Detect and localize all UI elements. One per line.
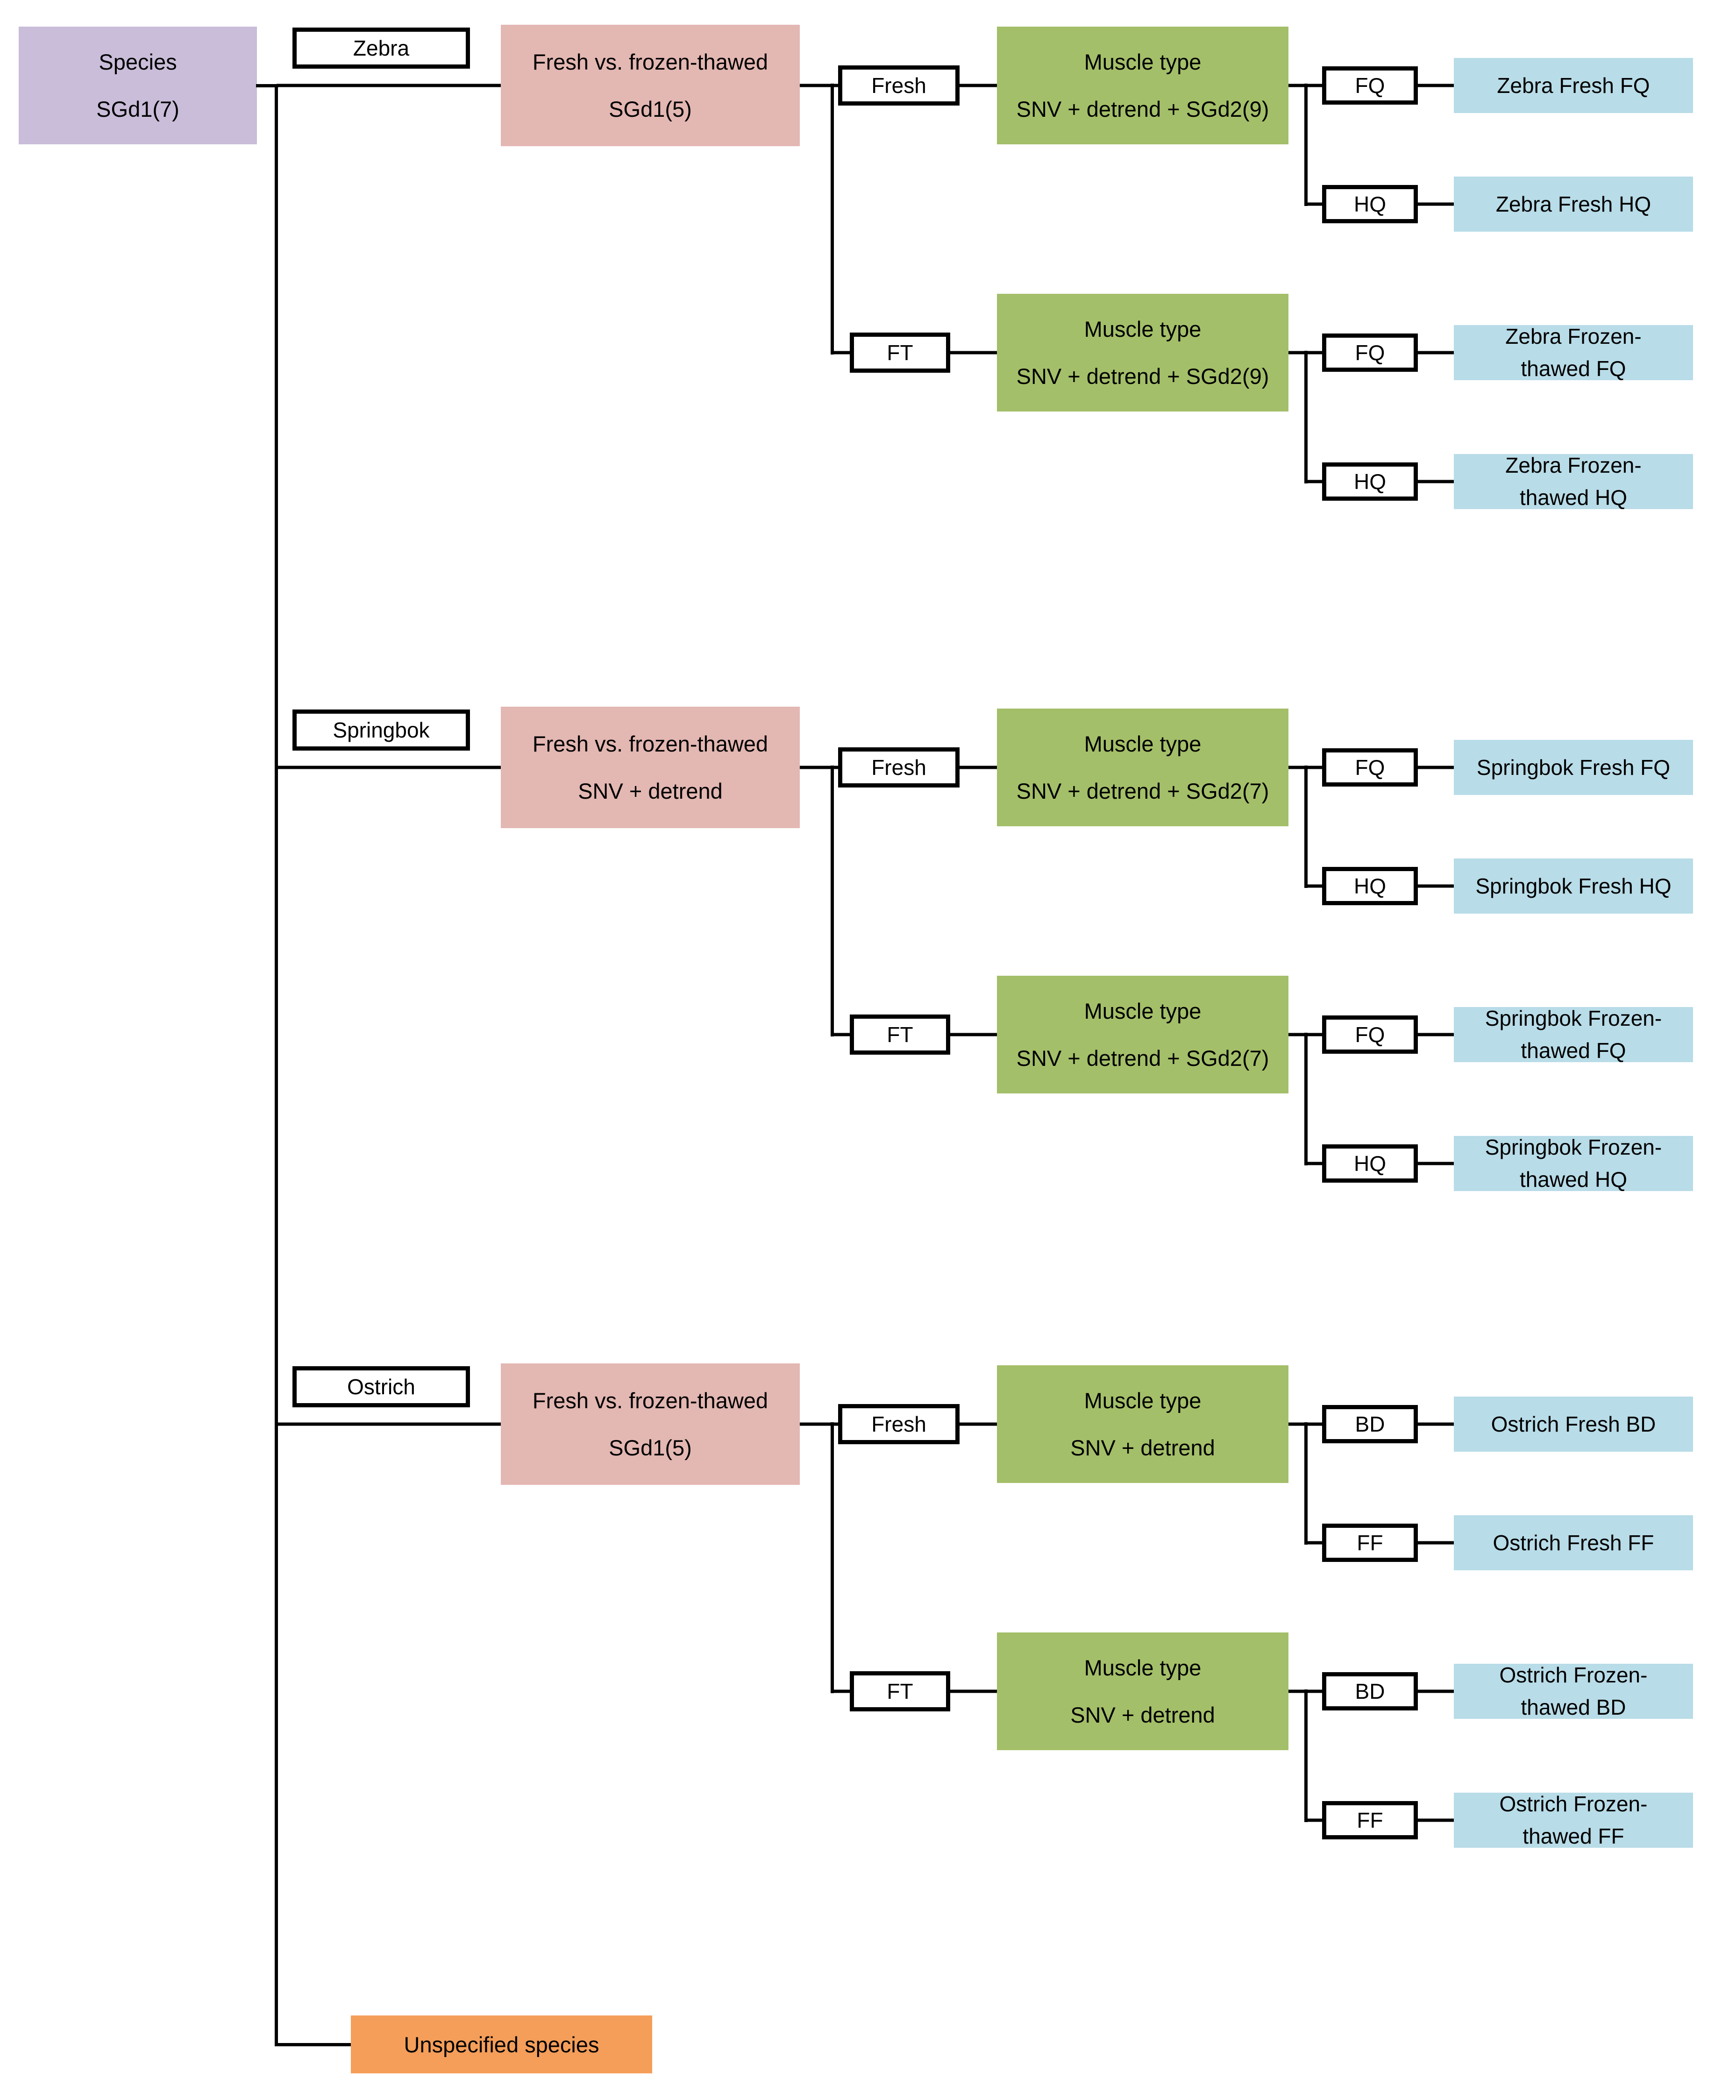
- connector-tag-to-result: [1418, 1033, 1456, 1036]
- connector-tag-to-result: [1418, 202, 1456, 206]
- connector-to-ft: [831, 1689, 854, 1693]
- connector-tag-to-result: [1418, 1689, 1456, 1693]
- fresh-tag: Fresh: [838, 65, 960, 106]
- muscle-box-frozen: Muscle type SNV + detrend + SGd2(7): [997, 976, 1288, 1093]
- species-tag-springbok: Springbok: [292, 709, 470, 751]
- pretreat-box: Fresh vs. frozen-thawed SGd1(5): [501, 25, 800, 146]
- ft-tag: FT: [850, 333, 950, 373]
- connector-to-ft: [831, 351, 854, 355]
- result-box: Ostrich Frozen- thawed FF: [1454, 1792, 1693, 1848]
- muscle-tag: BD: [1322, 1405, 1418, 1443]
- fresh-tag: Fresh: [838, 747, 960, 788]
- muscle-tag: FQ: [1322, 748, 1418, 787]
- connector-muscle-split: [1304, 351, 1308, 483]
- connector-to-second-muscle-tag: [1304, 480, 1325, 483]
- muscle-tag: FF: [1322, 1524, 1418, 1562]
- result-box: Springbok Frozen- thawed FQ: [1454, 1006, 1693, 1063]
- connector-fresh-to-muscle: [960, 1422, 999, 1426]
- result-box: Zebra Frozen- thawed HQ: [1454, 453, 1693, 510]
- species-tag-zebra: Zebra: [292, 28, 470, 69]
- connector-ft-to-muscle: [950, 1689, 999, 1693]
- connector-to-second-muscle-tag: [1304, 1541, 1325, 1545]
- connector-ft-to-muscle: [950, 1033, 999, 1036]
- muscle-tag: FQ: [1322, 333, 1418, 372]
- connector-root-to-trunk: [256, 84, 278, 87]
- result-box: Zebra Frozen- thawed FQ: [1454, 324, 1693, 381]
- connector-trunk-to-pretreat: [277, 766, 503, 769]
- connector-pretreat-out: [800, 766, 840, 769]
- connector-tag-to-result: [1418, 1162, 1456, 1165]
- ft-tag: FT: [850, 1671, 950, 1711]
- connector-tag-to-result: [1418, 1541, 1456, 1545]
- muscle-tag: HQ: [1322, 867, 1418, 905]
- connector-muscle-split: [1304, 766, 1308, 888]
- result-box: Zebra Fresh HQ: [1454, 177, 1693, 232]
- result-box: Zebra Fresh FQ: [1454, 58, 1693, 113]
- connector-muscle-split: [1304, 1033, 1308, 1165]
- muscle-tag: FQ: [1322, 1015, 1418, 1054]
- muscle-box-frozen: Muscle type SNV + detrend: [997, 1632, 1288, 1750]
- connector-trunk-to-unspecified: [277, 2043, 354, 2046]
- connector-tag-to-result: [1418, 1818, 1456, 1822]
- result-box: Ostrich Fresh FF: [1454, 1515, 1693, 1570]
- muscle-box-fresh: Muscle type SNV + detrend + SGd2(9): [997, 27, 1288, 144]
- result-box: Springbok Fresh FQ: [1454, 740, 1693, 795]
- pretreat-box: Fresh vs. frozen-thawed SGd1(5): [501, 1363, 800, 1485]
- connector-fresh-ft-split: [831, 1422, 834, 1693]
- connector-tag-to-result: [1418, 766, 1456, 769]
- connector-fresh-to-muscle: [960, 766, 999, 769]
- connector-tag-to-result: [1418, 1422, 1456, 1426]
- connector-ft-to-muscle: [950, 351, 999, 355]
- unspecified-species-box: Unspecified species: [351, 2015, 652, 2073]
- muscle-tag: BD: [1322, 1672, 1418, 1710]
- muscle-box-frozen: Muscle type SNV + detrend + SGd2(9): [997, 294, 1288, 411]
- muscle-tag: HQ: [1322, 185, 1418, 223]
- connector-trunk-to-pretreat: [277, 1422, 503, 1426]
- connector-tag-to-result: [1418, 351, 1456, 355]
- connector-fresh-ft-split: [831, 84, 834, 355]
- result-box: Springbok Frozen- thawed HQ: [1454, 1135, 1693, 1192]
- connector-muscle-split: [1304, 1689, 1308, 1822]
- pretreat-box: Fresh vs. frozen-thawed SNV + detrend: [501, 707, 800, 828]
- fresh-tag: Fresh: [838, 1404, 960, 1444]
- result-box: Springbok Fresh HQ: [1454, 858, 1693, 914]
- connector-fresh-ft-split: [831, 766, 834, 1036]
- trunk-line: [275, 84, 278, 2046]
- connector-tag-to-result: [1418, 480, 1456, 483]
- connector-fresh-to-muscle: [960, 84, 999, 87]
- species-tag-ostrich: Ostrich: [292, 1366, 470, 1407]
- result-box: Ostrich Frozen- thawed BD: [1454, 1663, 1693, 1719]
- connector-muscle-split: [1304, 1422, 1308, 1545]
- connector-to-second-muscle-tag: [1304, 1818, 1325, 1822]
- connector-to-second-muscle-tag: [1304, 1162, 1325, 1165]
- connector-muscle-split: [1304, 84, 1308, 206]
- ft-tag: FT: [850, 1015, 950, 1055]
- connector-to-second-muscle-tag: [1304, 202, 1325, 206]
- muscle-box-fresh: Muscle type SNV + detrend: [997, 1365, 1288, 1483]
- species-root-box: Species SGd1(7): [19, 27, 257, 144]
- connector-pretreat-out: [800, 84, 840, 87]
- connector-to-ft: [831, 1033, 854, 1036]
- connector-trunk-to-pretreat: [277, 84, 503, 87]
- connector-to-second-muscle-tag: [1304, 884, 1325, 888]
- muscle-tag: FQ: [1322, 66, 1418, 105]
- muscle-box-fresh: Muscle type SNV + detrend + SGd2(7): [997, 709, 1288, 826]
- connector-tag-to-result: [1418, 84, 1456, 87]
- connector-tag-to-result: [1418, 884, 1456, 888]
- muscle-tag: HQ: [1322, 462, 1418, 501]
- connector-pretreat-out: [800, 1422, 840, 1426]
- muscle-tag: HQ: [1322, 1144, 1418, 1183]
- result-box: Ostrich Fresh BD: [1454, 1397, 1693, 1452]
- muscle-tag: FF: [1322, 1801, 1418, 1839]
